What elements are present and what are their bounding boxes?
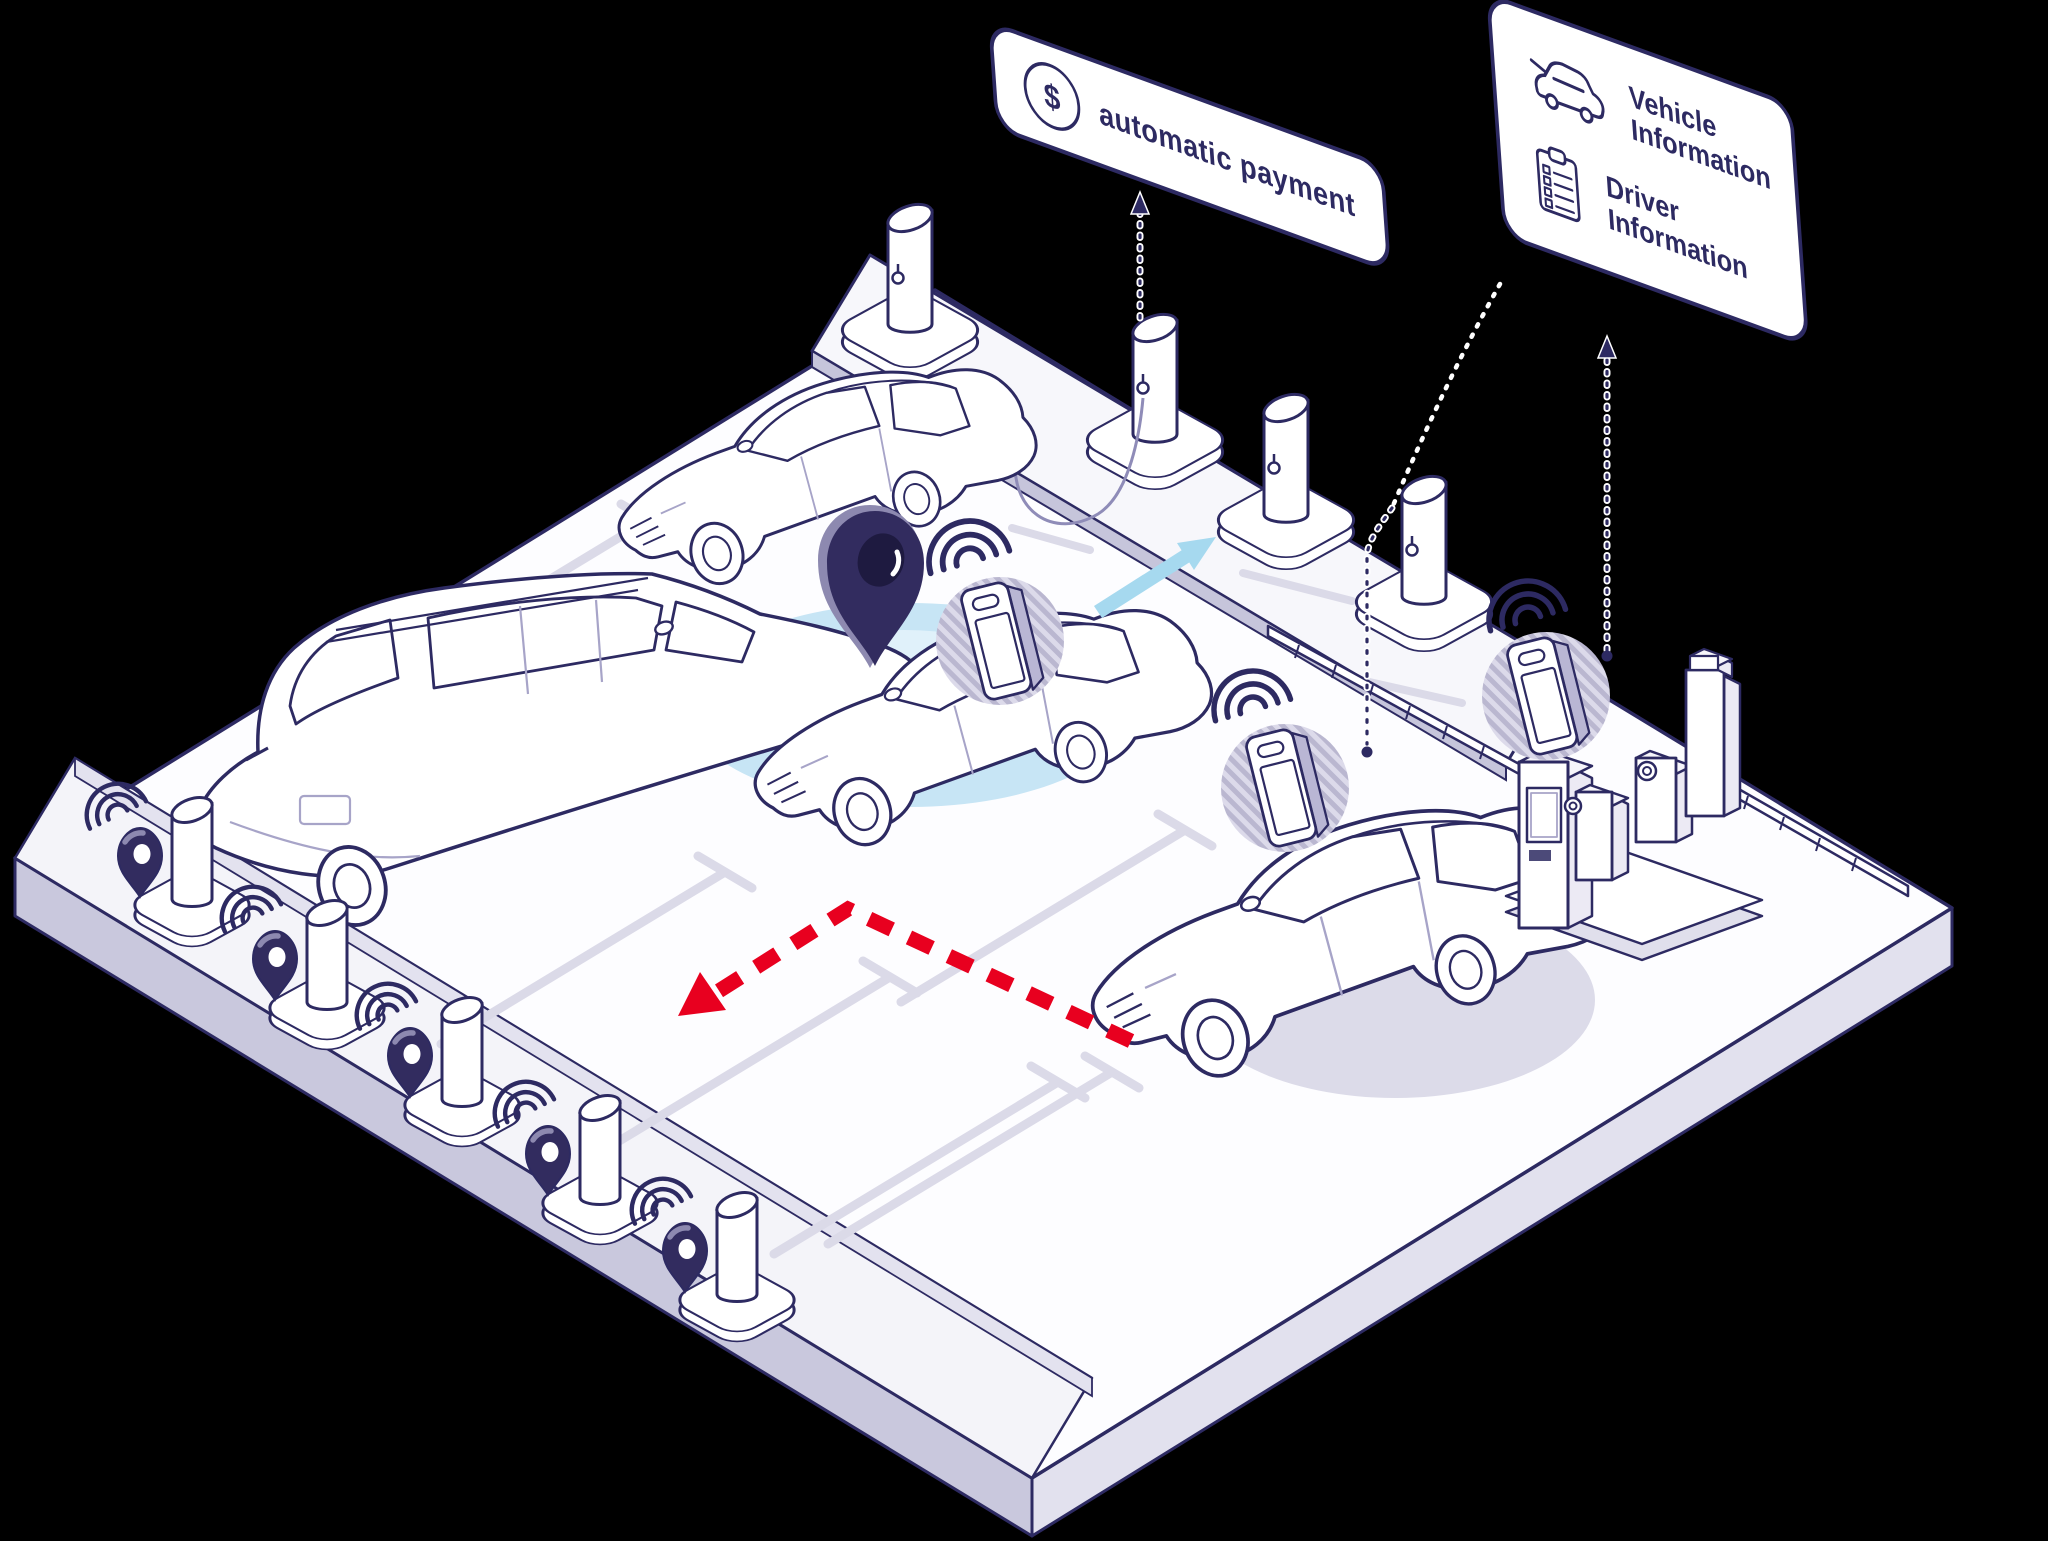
- driver-info-label: Driver Information: [1604, 169, 1749, 287]
- clipboard-icon: [1535, 147, 1581, 223]
- car-left-wagon: [195, 571, 927, 936]
- main-location-pin-icon: [818, 505, 924, 668]
- smartphone-badge: [936, 577, 1064, 705]
- payment-connector: [1129, 190, 1151, 322]
- kiosk-screen: [1525, 786, 1563, 844]
- info-row-vehicle: Vehicle Information: [1524, 42, 1772, 196]
- entry-gate: [1266, 624, 1910, 962]
- red-route-arrow: [678, 900, 1135, 1048]
- car-icon: [1529, 58, 1605, 124]
- dollar-circle-icon: $: [1021, 53, 1083, 140]
- info-row-driver: Driver Information: [1531, 139, 1771, 299]
- blue-direction-arrow: [1094, 537, 1216, 618]
- gate-pillar: [1684, 647, 1742, 818]
- smartphone-badge: [1482, 632, 1610, 760]
- ticket-dispenser: [1563, 783, 1630, 882]
- callout-info-panel: Vehicle Information Driver Information: [1486, 0, 1810, 349]
- vehicle-info-label: Vehicle Information: [1627, 79, 1772, 197]
- vehicle-info-connector: [1596, 334, 1618, 662]
- charging-cable: [1013, 397, 1145, 526]
- driver-info-connector: [1361, 281, 1503, 758]
- camera-kiosk: [1634, 749, 1694, 844]
- camera-icon: [1636, 760, 1658, 782]
- dollar-glyph: $: [1042, 74, 1062, 119]
- smartphone-badge: [1221, 724, 1349, 852]
